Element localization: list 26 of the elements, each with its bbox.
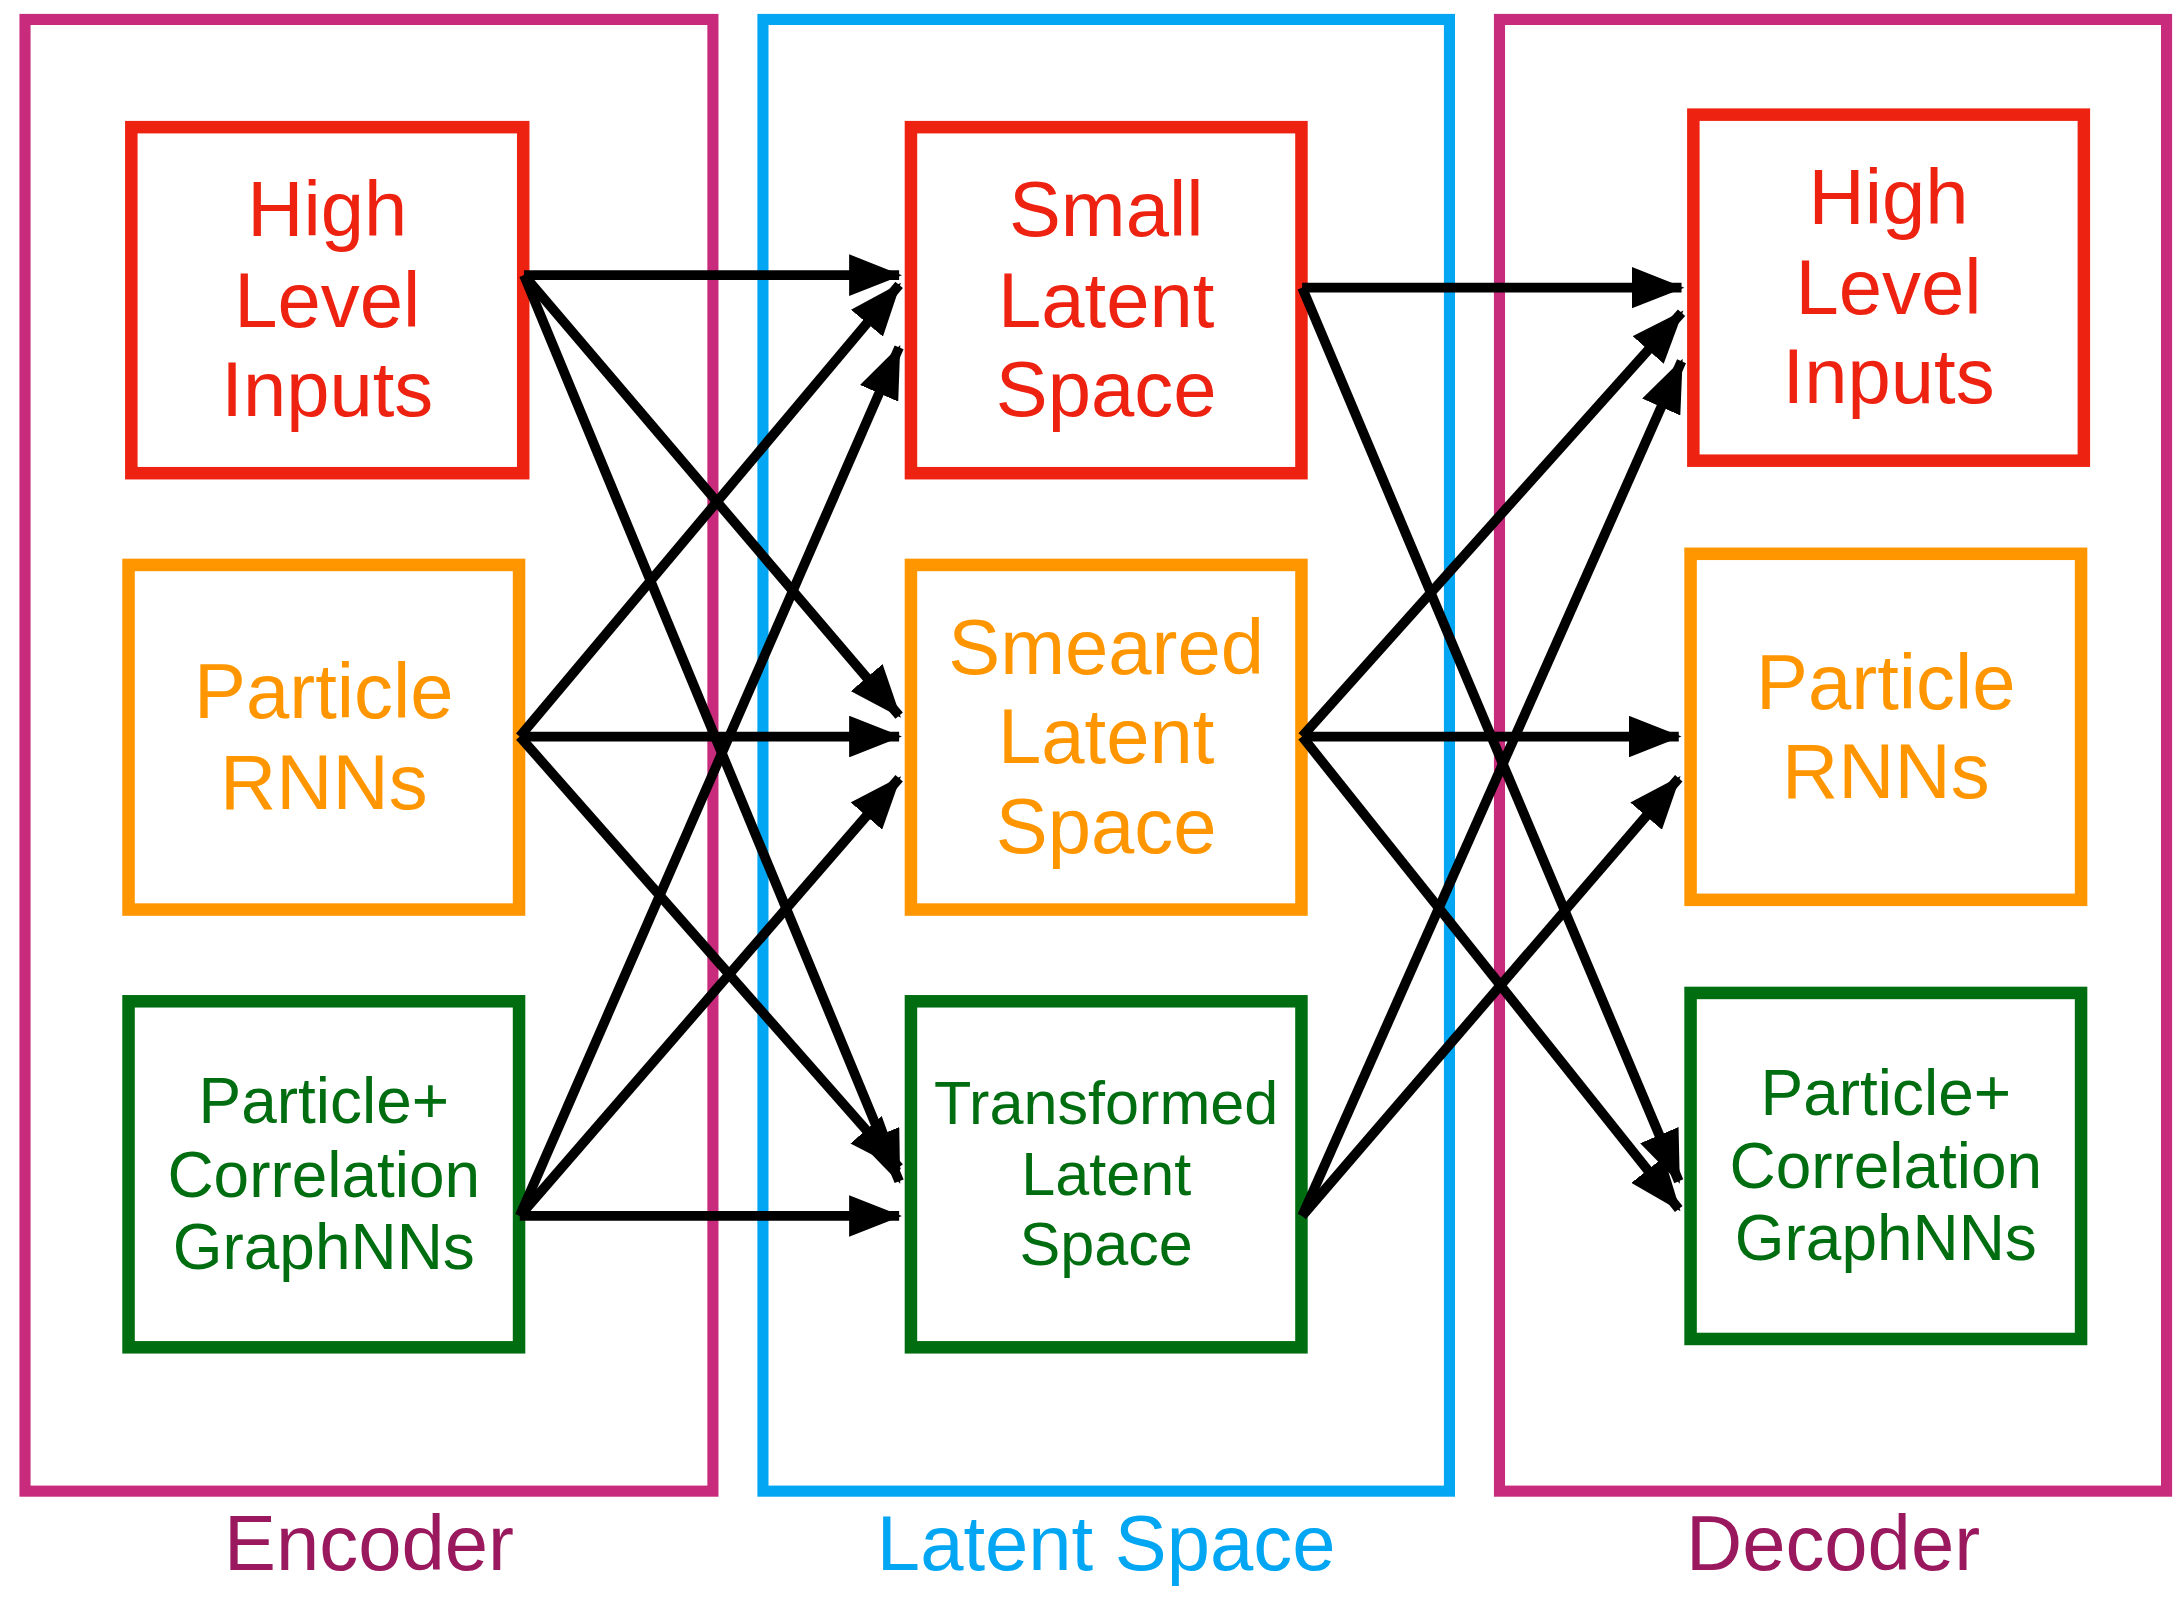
box-label: High Level Inputs xyxy=(1782,153,1995,422)
arrow xyxy=(516,733,903,1171)
box-label: Smeared Latent Space xyxy=(948,603,1265,872)
box-label: Particle+ Correlation GraphNNs xyxy=(1729,1055,2043,1277)
box-label: Particle RNNs xyxy=(1756,637,2016,817)
box-label: Particle RNNs xyxy=(194,647,454,827)
model-box xyxy=(1687,108,2091,467)
model-box xyxy=(122,995,526,1354)
arrow xyxy=(519,715,902,758)
box-label: Transformed Latent Space xyxy=(934,1068,1279,1280)
arrow xyxy=(519,1195,902,1237)
model-box xyxy=(125,120,530,480)
model-box xyxy=(904,995,1308,1354)
box-label: High Level Inputs xyxy=(221,165,434,435)
box-label: Particle+ Correlation GraphNNs xyxy=(167,1064,481,1285)
model-box xyxy=(122,558,526,916)
group-label: Encoder xyxy=(224,1505,514,1583)
model-box xyxy=(904,120,1308,480)
group-label: Decoder xyxy=(1685,1505,1981,1583)
arrow xyxy=(1302,266,1685,309)
arrow xyxy=(1302,715,1682,758)
model-box xyxy=(1684,547,2088,907)
model-box xyxy=(904,558,1308,916)
arrow xyxy=(523,254,902,296)
box-label: Small Latent Space xyxy=(995,165,1217,435)
model-box xyxy=(1684,986,2088,1346)
